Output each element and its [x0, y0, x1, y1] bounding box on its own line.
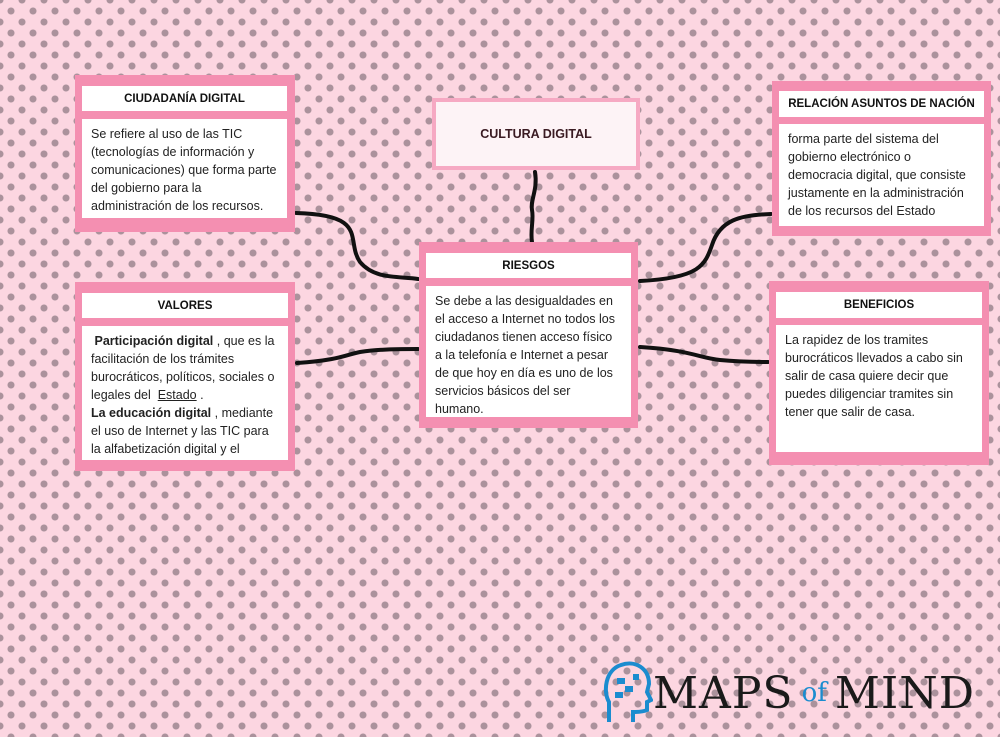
node-text: Se refiere al uso de las TIC (tecnología… [82, 119, 287, 218]
node-title: VALORES [82, 293, 288, 318]
node-text: Se debe a las desigualdades en el acceso… [426, 286, 631, 417]
connector-ciudadania [294, 211, 420, 281]
node-text: La rapidez de los tramites burocráticos … [776, 325, 982, 452]
estado-link[interactable]: Estado [157, 388, 197, 402]
node-title: RIESGOS [426, 253, 631, 278]
bold-term: La educación digital [91, 406, 212, 420]
node-riesgos[interactable]: RIESGOS Se debe a las desigualdades en e… [419, 242, 638, 428]
node-text: Participación digital , que es la facili… [82, 326, 288, 460]
node-valores[interactable]: VALORES Participación digital , que es l… [75, 282, 295, 471]
node-title: RELACIÓN ASUNTOS DE NACIÓN [779, 91, 984, 117]
maps-of-mind-logo: MAPS of MIND [603, 660, 975, 726]
node-title: BENEFICIOS [776, 292, 982, 318]
logo-text: MIND [834, 667, 976, 719]
central-topic[interactable]: CULTURA DIGITAL [432, 98, 640, 170]
node-ciudadania-digital[interactable]: CIUDADANÍA DIGITAL Se refiere al uso de … [75, 75, 295, 232]
node-text: forma parte del sistema del gobierno ele… [779, 124, 984, 226]
text: , mediante el uso de Internet y las TIC … [91, 406, 274, 456]
node-relacion-asuntos[interactable]: RELACIÓN ASUNTOS DE NACIÓN forma parte d… [772, 81, 991, 236]
connector-center-riesgos [529, 170, 538, 244]
connector-beneficios [638, 345, 770, 364]
bold-term: Participación digital [94, 334, 214, 348]
text: , que es la facilitación de los trámites… [91, 334, 275, 402]
node-beneficios[interactable]: BENEFICIOS La rapidez de los tramites bu… [769, 281, 989, 465]
connector-valores [295, 347, 420, 365]
connector-relacion [638, 212, 773, 283]
central-topic-label: CULTURA DIGITAL [436, 102, 636, 166]
logo-text: of [801, 678, 827, 708]
text: . [200, 388, 204, 402]
logo-text: MAPS [653, 667, 794, 719]
node-title: CIUDADANÍA DIGITAL [82, 86, 287, 111]
head-icon [603, 661, 653, 722]
